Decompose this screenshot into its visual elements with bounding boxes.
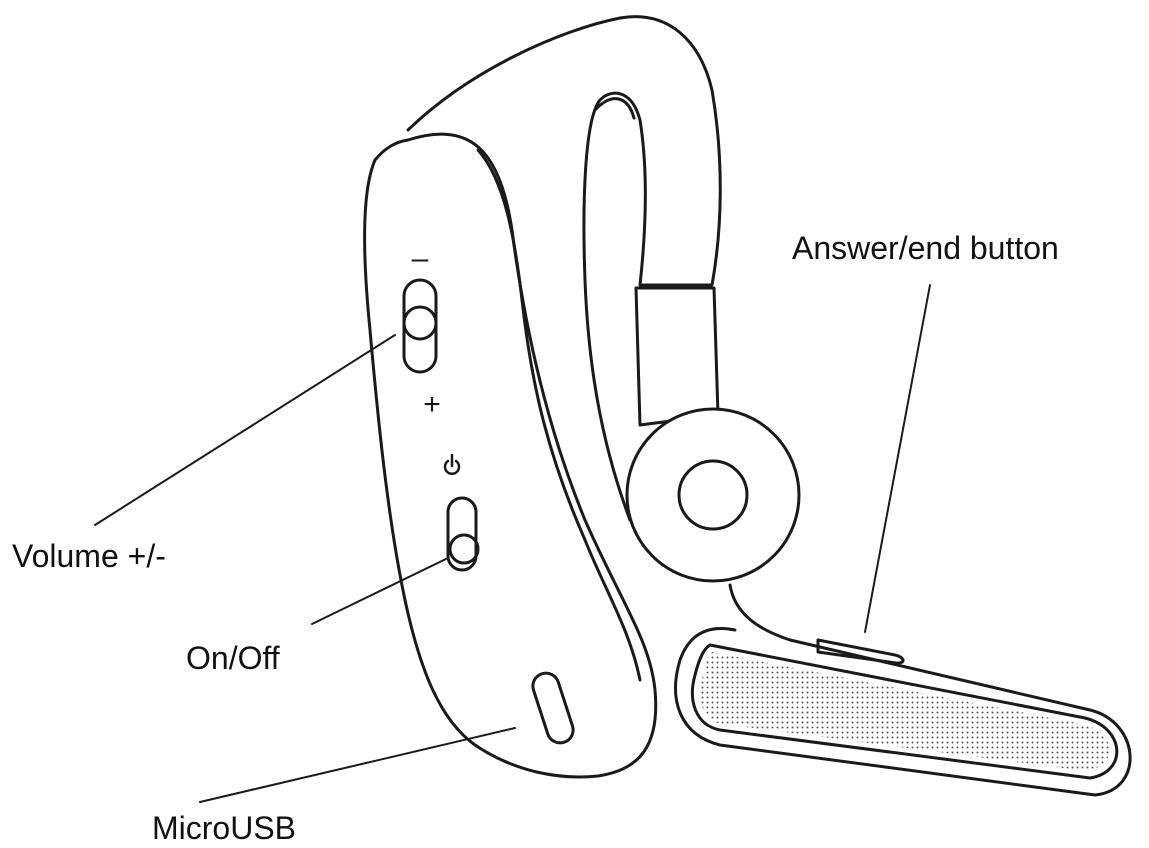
neck-piece [634,286,720,427]
answer-end-button [816,638,905,665]
micro-usb-label: MicroUSB [152,810,297,846]
volume-plus-mark: + [423,388,441,421]
volume-slider [402,278,438,374]
boom-arm [674,583,1132,797]
power-icon [443,453,461,475]
leader-onoff [311,557,449,625]
answer-end-button-label: Answer/end button [792,230,1059,266]
power-slider [446,496,480,572]
volume-label: Volume +/- [12,538,166,574]
on-off-label: On/Off [186,640,280,676]
leader-answer [864,284,931,633]
ear-hook [406,15,722,522]
micro-usb-port [531,671,575,745]
main-body [363,132,658,779]
boom-mesh [700,652,1110,771]
leader-usb [199,727,516,803]
leader-volume [94,334,396,526]
earbud [625,407,801,583]
volume-minus-mark: – [412,242,429,275]
